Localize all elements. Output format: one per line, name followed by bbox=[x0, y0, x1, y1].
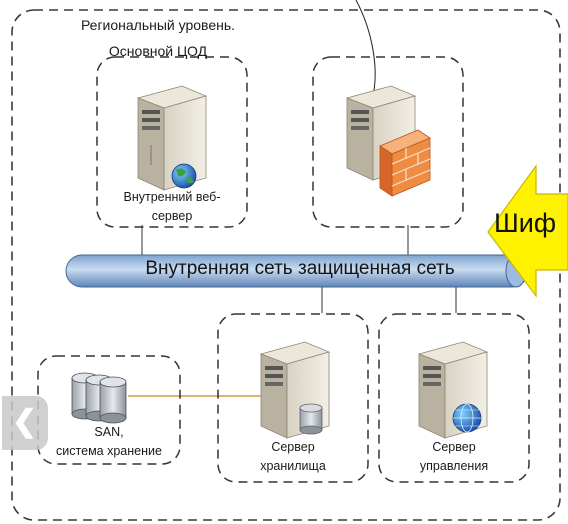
firewall-server-box bbox=[312, 56, 464, 228]
storage-server-label-line1: Сервер bbox=[271, 440, 315, 454]
encryption-arrow-label: Шиф bbox=[494, 208, 557, 238]
firewall-icon bbox=[379, 129, 431, 197]
web-server-label-line2: сервер bbox=[151, 209, 193, 223]
network-bus-label: Внутренняя сеть защищенная сеть bbox=[145, 258, 455, 279]
globe-icon bbox=[171, 163, 197, 189]
web-server-label-line1: Внутренний веб- bbox=[123, 190, 221, 204]
encryption-arrow-icon bbox=[487, 164, 568, 298]
globe-grid-icon bbox=[452, 403, 482, 433]
web-server-label: Внутренний веб- сервер bbox=[97, 188, 247, 226]
region-title-line1: Региональный уровень. bbox=[80, 17, 236, 33]
chevron-left-icon: ❮ bbox=[12, 405, 38, 438]
management-server-label-line1: Сервер bbox=[432, 440, 476, 454]
storage-server-label-line2: хранилища bbox=[260, 459, 326, 473]
management-server-label-line2: управления bbox=[419, 459, 489, 473]
san-label: SAN, система хранение bbox=[42, 423, 176, 461]
web-server-box bbox=[96, 56, 248, 228]
web-server-icon bbox=[136, 85, 208, 191]
san-box bbox=[37, 355, 181, 465]
storage-server-box bbox=[217, 313, 369, 483]
san-disks-icon bbox=[71, 372, 127, 424]
back-button[interactable]: ❮ bbox=[2, 396, 48, 450]
storage-server-label: Сервер хранилища bbox=[218, 438, 368, 476]
management-server-label: Сервер управления bbox=[379, 438, 529, 476]
san-label-line2: система хранение bbox=[56, 444, 162, 458]
region-title: Региональный уровень. Основной ЦОД bbox=[58, 12, 258, 64]
management-server-box bbox=[378, 313, 530, 483]
san-label-line1: SAN, bbox=[94, 425, 124, 439]
region-title-line2: Основной ЦОД bbox=[108, 43, 208, 59]
database-icon bbox=[299, 403, 323, 435]
